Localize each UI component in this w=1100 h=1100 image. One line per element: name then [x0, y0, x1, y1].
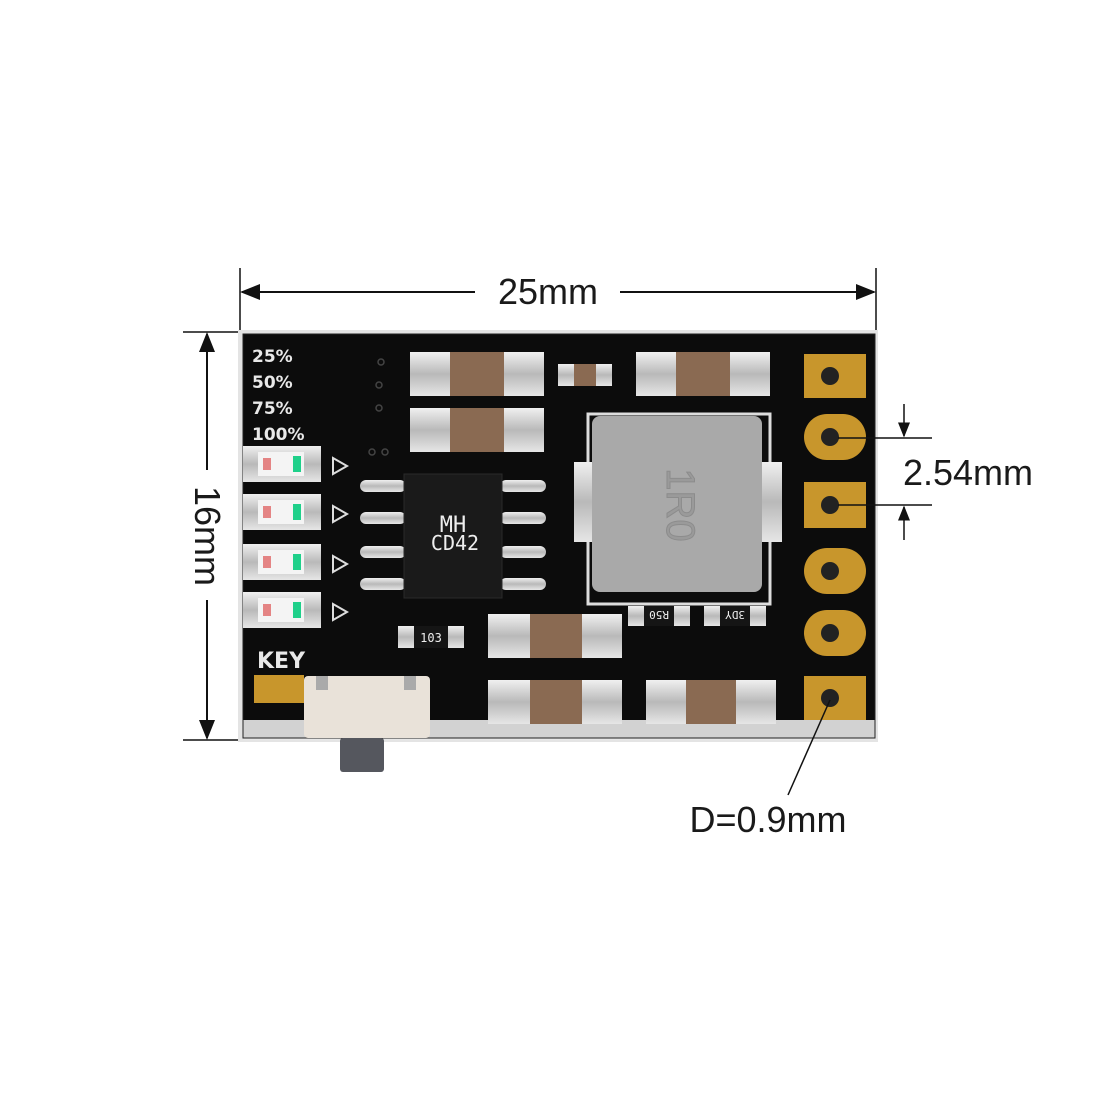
hole-diameter-label: D=0.9mm	[689, 799, 846, 840]
capacitor	[646, 680, 776, 724]
capacitor	[488, 680, 622, 724]
pin-pad-1	[804, 354, 866, 398]
capacitor	[488, 614, 622, 658]
chip-marking-1: MH	[440, 513, 467, 538]
pin-pad-6	[804, 676, 866, 720]
led-label-50: 50%	[252, 373, 293, 393]
resistor-3dy-marking: 3DY	[725, 608, 745, 621]
pcb-board: 25% 50% 75% 100% KEY	[238, 330, 878, 772]
chip-marking-line2: CD42	[431, 531, 479, 555]
capacitor	[636, 352, 770, 396]
leds	[243, 446, 350, 628]
pin-pad-4	[804, 548, 866, 594]
ic-chip: MH MH CD42	[360, 473, 546, 599]
height-label: 16mm	[187, 486, 228, 586]
inductor-marking: 1R0	[658, 468, 702, 541]
led-labels: 25% 50% 75% 100%	[252, 347, 305, 445]
pitch-dimension: 2.54mm	[838, 404, 1033, 540]
width-dimension: 25mm	[239, 268, 877, 330]
pin-pad-5	[804, 610, 866, 656]
led-label-100: 100%	[252, 425, 305, 445]
led-2	[243, 494, 321, 530]
inductor: 1R0	[574, 412, 782, 606]
tactile-switch	[304, 676, 430, 772]
height-dimension: 16mm	[183, 331, 238, 741]
hole-diameter-callout: D=0.9mm	[689, 699, 847, 840]
width-label: 25mm	[498, 271, 598, 312]
pin-pad-2	[804, 414, 866, 460]
key-pad	[254, 675, 304, 703]
capacitor	[410, 408, 544, 452]
led-label-25: 25%	[252, 347, 293, 367]
pitch-label: 2.54mm	[903, 452, 1033, 493]
resistor-103-marking: 103	[420, 631, 442, 645]
led-1	[243, 446, 321, 482]
led-4	[243, 592, 321, 628]
led-label-75: 75%	[252, 399, 293, 419]
key-label: KEY	[257, 649, 306, 674]
capacitor	[410, 352, 544, 396]
small-capacitor	[558, 364, 612, 386]
resistor-r50-marking: R50	[649, 608, 669, 621]
led-3	[243, 544, 321, 580]
capacitors	[410, 352, 776, 724]
resistors: 103 R50 3DY	[398, 606, 766, 648]
